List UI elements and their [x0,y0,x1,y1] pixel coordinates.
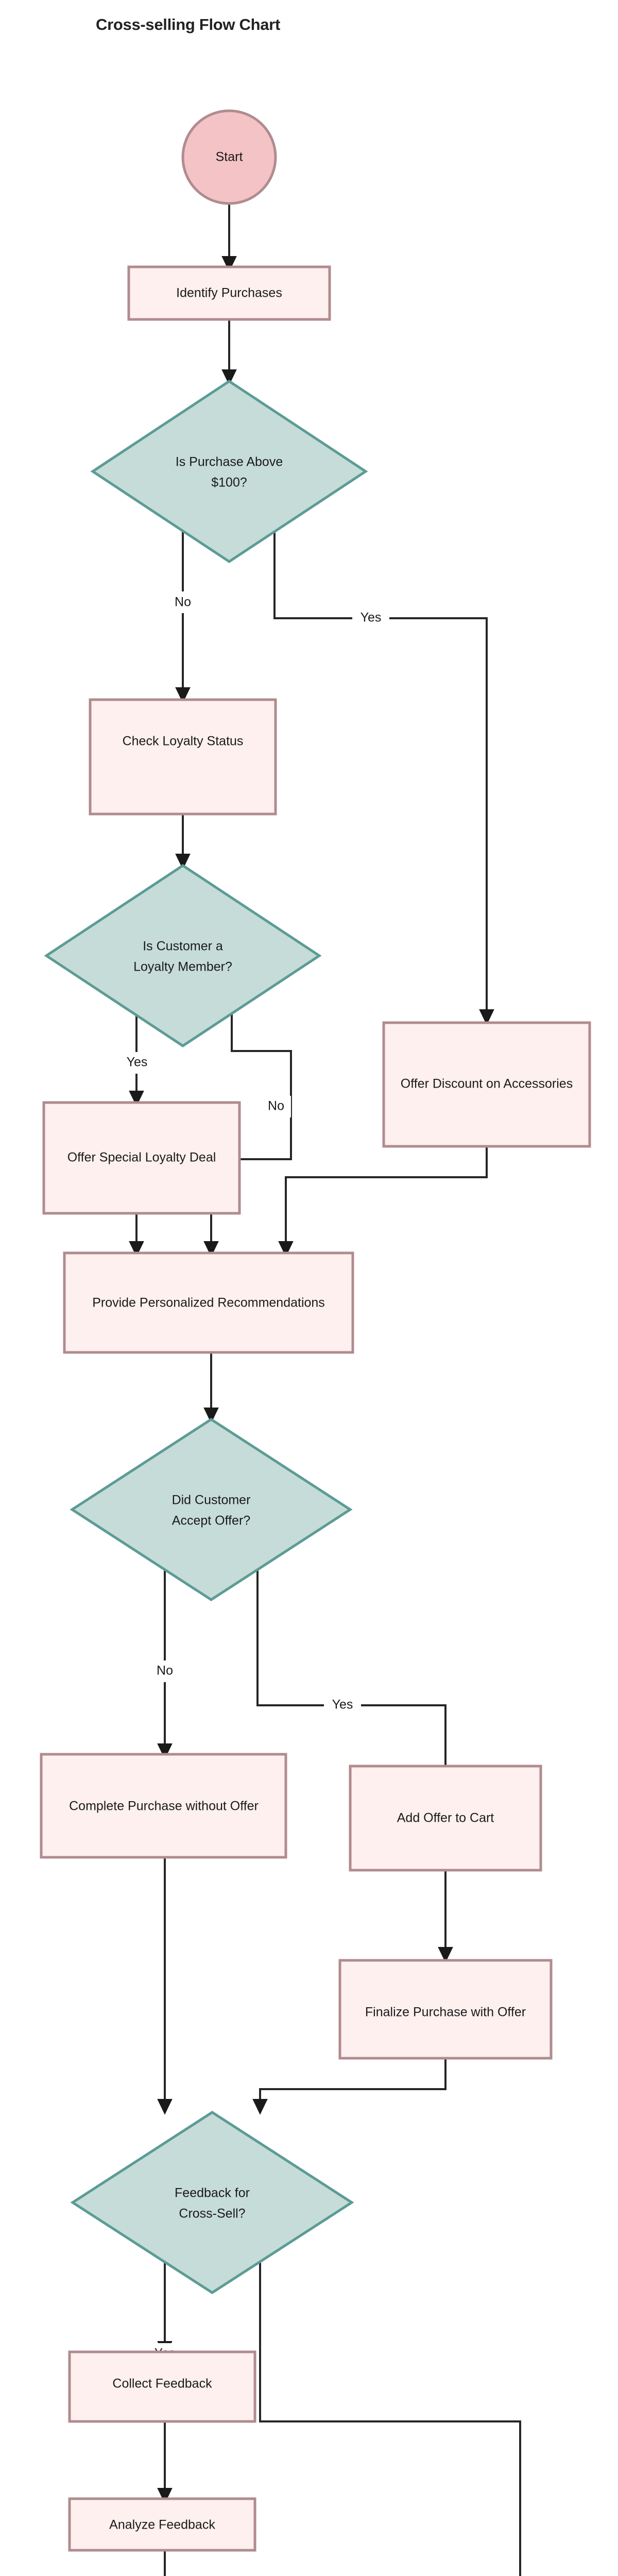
node-provide-personalized-recommendations[interactable]: Provide Personalized Recommendations [63,1251,354,1354]
node-discount-label: Offer Discount on Accessories [401,1077,573,1091]
edge-finalize-feedbackq [252,2058,447,2115]
collect-feedback-shape[interactable] [68,2350,256,2423]
is-purchase-above-100-shape[interactable] [90,380,368,563]
provide-recommendations-shape[interactable] [63,1251,354,1354]
edge-label-acceptoffer-yes: Yes [332,1698,353,1712]
node-identify-purchases[interactable]: Identify Purchases [127,265,331,321]
complete-purchase-shape[interactable] [40,1753,287,1859]
node-loyaltystat-label: Check Loyalty Status [123,734,244,749]
edge-label-above100-yes: Yes [360,611,382,625]
node-collect-feedback[interactable]: Collect Feedback [68,2350,256,2423]
offer-special-loyalty-deal-shape[interactable] [42,1101,241,1215]
node-finalize-purchase-with-offer[interactable]: Finalize Purchase with Offer [338,1959,553,2060]
offer-discount-shape[interactable] [382,1021,591,1148]
check-loyalty-status-shape[interactable] [89,698,277,816]
node-acceptoffer-label-line2: Accept Offer? [172,1514,250,1528]
node-loyaltymem-label-line1: Is Customer a [143,939,223,954]
identify-purchases-shape[interactable] [127,265,331,321]
add-offer-to-cart-shape[interactable] [349,1765,542,1872]
node-start[interactable]: Start [181,109,277,205]
edge-label-above100-no: No [175,595,191,609]
edge-label-loyaltymem-no: No [268,1099,284,1113]
node-offer-discount-on-accessories[interactable]: Offer Discount on Accessories [382,1021,591,1148]
node-collectfb-label: Collect Feedback [112,2377,212,2391]
finalize-purchase-shape[interactable] [338,1959,553,2060]
node-loyaltymem-label-line2: Loyalty Member? [133,960,232,974]
node-layer: Start Identify Purchases Is Purchase Abo… [40,109,591,2552]
node-addcart-label: Add Offer to Cart [397,1811,494,1825]
node-finalize-label: Finalize Purchase with Offer [365,2005,526,2020]
edge-label-loyaltymem-yes: Yes [127,1055,148,1070]
edge-label-bg [261,1096,291,1117]
edge-label-bg [352,607,389,629]
edge-label-bg [118,1052,156,1074]
analyze-feedback-shape[interactable] [68,2497,256,2552]
node-completeno-label: Complete Purchase without Offer [69,1799,259,1814]
node-above100-label-line2: $100? [211,476,247,490]
node-offer-special-loyalty-deal[interactable]: Offer Special Loyalty Deal [42,1101,241,1215]
node-feedbackq-label-line2: Cross-Sell? [179,2207,245,2221]
node-feedbackq-label-line1: Feedback for [175,2186,250,2200]
node-is-purchase-above-100[interactable]: Is Purchase Above $100? [90,380,368,563]
node-recommend-label: Provide Personalized Recommendations [92,1296,325,1310]
node-feedback-for-cross-sell[interactable]: Feedback for Cross-Sell? [70,2111,354,2294]
node-analyzefb-label: Analyze Feedback [109,2518,215,2532]
node-identify-label: Identify Purchases [176,286,282,300]
edge-label-acceptoffer-no: No [157,1664,173,1678]
node-specialdeal-label: Offer Special Loyalty Deal [67,1150,216,1165]
edge-layer [129,205,521,2576]
edge-discount-recommend [278,1146,488,1257]
node-did-customer-accept-offer[interactable]: Did Customer Accept Offer? [70,1418,353,1601]
is-customer-loyalty-member-shape[interactable] [44,864,322,1047]
node-complete-purchase-without-offer[interactable]: Complete Purchase without Offer [40,1753,287,1859]
node-start-label: Start [216,150,243,164]
node-add-offer-to-cart[interactable]: Add Offer to Cart [349,1765,542,1872]
edge-label-bg [324,1694,361,1716]
edge-label-bg [168,591,198,613]
edge-above100-yes [273,526,494,1025]
start-terminal-shape[interactable] [181,109,277,205]
edge-label-bg [150,1660,180,1682]
edge-feedbackq-no [259,2262,521,2576]
node-analyze-feedback[interactable]: Analyze Feedback [68,2497,256,2552]
node-above100-label-line1: Is Purchase Above [176,455,283,469]
page-title: Cross-selling Flow Chart [96,15,280,33]
did-customer-accept-offer-shape[interactable] [70,1418,353,1601]
node-acceptoffer-label-line1: Did Customer [172,1493,251,1507]
feedback-for-cross-sell-shape[interactable] [70,2111,354,2294]
node-check-loyalty-status[interactable]: Check Loyalty Status [89,698,277,816]
node-is-customer-loyalty-member[interactable]: Is Customer a Loyalty Member? [44,864,322,1047]
